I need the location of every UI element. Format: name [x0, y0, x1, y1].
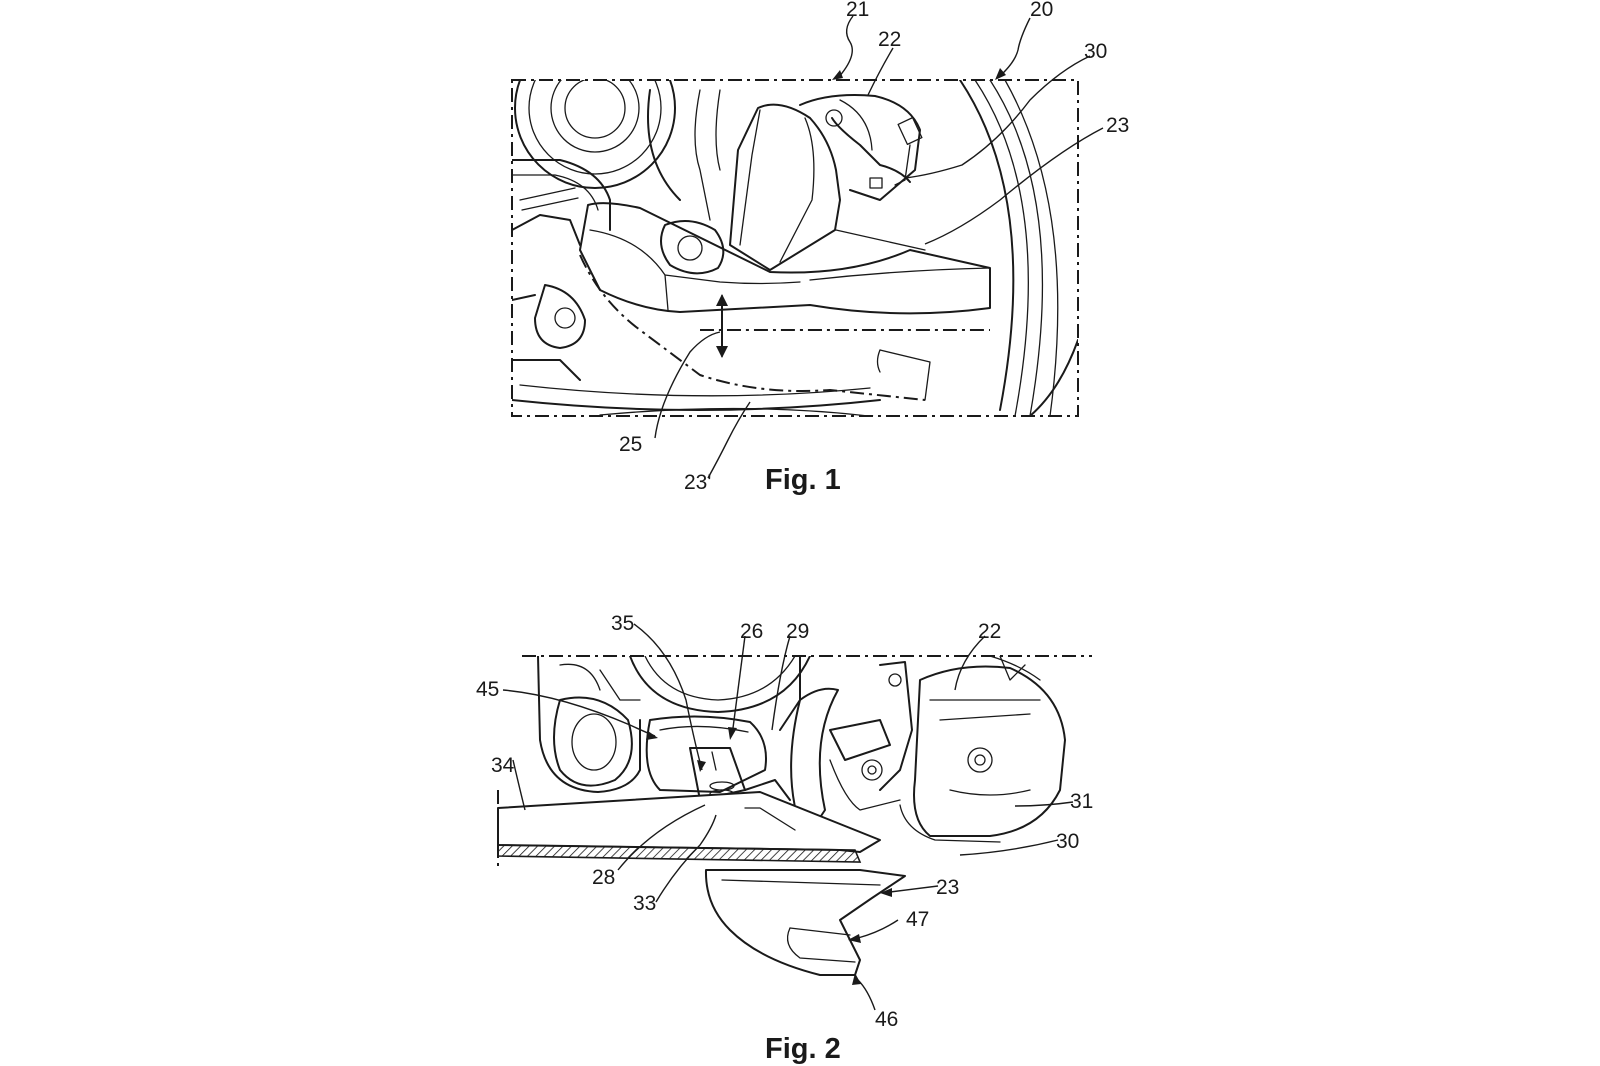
fig2-label-28: 28 — [592, 866, 615, 889]
guide-blade-29 — [790, 687, 839, 841]
fig1-label-25: 25 — [619, 433, 642, 456]
fig2-label-26: 26 — [740, 620, 763, 643]
hub-outer — [514, 80, 676, 189]
air-guide-element-23 — [579, 202, 991, 315]
fig1-label-22: 22 — [878, 28, 901, 51]
spoiler-upper-body — [729, 103, 841, 271]
fig2-label-23: 23 — [936, 876, 959, 899]
fig2-label-45: 45 — [476, 678, 499, 701]
fig1-label-21: 21 — [846, 0, 869, 21]
fig2-label-31: 31 — [1070, 790, 1093, 813]
fig2-label-30: 30 — [1056, 830, 1079, 853]
fig2-label-46: 46 — [875, 1008, 898, 1031]
fig1-label-23: 23 — [1106, 114, 1129, 137]
fig2-label-35: 35 — [611, 612, 634, 635]
fig2-label-22: 22 — [978, 620, 1001, 643]
fig2-label-47: 47 — [906, 908, 929, 931]
figure-1: 21 20 22 30 23 25 23' Fig. 1 — [511, 0, 1129, 496]
air-guide-element-23 — [704, 869, 906, 976]
fig1-label-20: 20 — [1030, 0, 1053, 21]
fig2-label-33: 33 — [633, 892, 656, 915]
fig1-label-23prime: 23' — [684, 471, 711, 494]
fig2-illustration — [497, 656, 1066, 976]
fig1-illustration — [512, 80, 1078, 416]
lowered-position-23prime — [579, 254, 926, 401]
tire-arc — [959, 80, 1015, 411]
fig1-detail-frame — [511, 79, 1079, 417]
fig2-label-29: 29 — [786, 620, 809, 643]
fig2-label-34: 34 — [491, 754, 515, 777]
figure-2: 35 26 29 22 45 34 31 30 28 33 23 47 46 F… — [476, 612, 1093, 1065]
fig1-label-30: 30 — [1084, 40, 1107, 63]
fig1-caption: Fig. 1 — [765, 464, 841, 496]
fig2-caption: Fig. 2 — [765, 1033, 841, 1065]
